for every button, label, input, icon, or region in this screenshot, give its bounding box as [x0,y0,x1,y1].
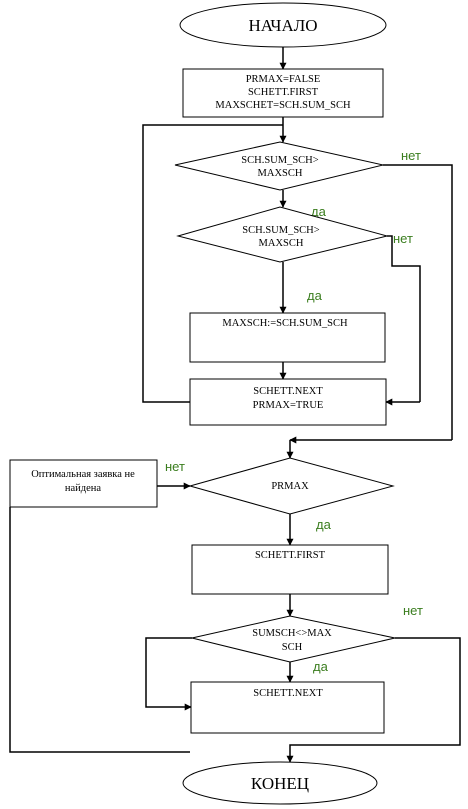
next2-block: SCHETT.NEXT [190,681,385,734]
first-line1: SCHETT.FIRST [255,550,326,561]
decision2-diamond [176,206,388,263]
not-found-line2: найдена [65,483,102,494]
assign-block: MAXSCH:=SCH.SUM_SCH [189,312,386,363]
end-ellipse [182,761,378,805]
decision2-no-label: нет [393,231,413,246]
decision-sum-no-line [286,637,461,763]
init-line3: MAXSCHET=SCH.SUM_SCH [215,100,351,111]
next-line1: SCHETT.NEXT [253,386,323,397]
init-block: PRMAX=FALSE SCHETT.FIRST MAXSCHET=SCH.SU… [182,68,384,118]
decision-sum-no-label: нет [403,603,423,618]
decision-sum: SUMSCH<>MAX SCH да нет [191,603,423,674]
decision1-diamond [174,141,384,191]
first-block: SCHETT.FIRST [191,544,389,595]
decision-prmax-diamond [188,457,395,515]
decision1-no-label: нет [401,148,421,163]
connectors [9,47,461,763]
decision2-no-line [387,235,421,402]
loop-back-line [142,124,283,403]
decision2-yes-label: да [307,288,323,303]
end-label: КОНЕЦ [251,774,309,793]
start-label: НАЧАЛО [248,16,317,35]
next-line2: PRMAX=TRUE [253,400,324,411]
next2-line1: SCHETT.NEXT [253,688,323,699]
not-found-to-end-line [9,507,190,753]
assign-line1: MAXSCH:=SCH.SUM_SCH [222,318,348,329]
first-rect [191,544,389,595]
decision-sum-line2: SCH [282,642,303,653]
start-ellipse [179,2,387,48]
decision2-line2: MAXSCH [259,238,304,249]
init-line1: PRMAX=FALSE [246,74,321,85]
decision-prmax-line1: PRMAX [271,481,309,492]
decision-sum-diamond [191,615,396,663]
next-rect [189,378,387,426]
decision1-line2: MAXSCH [258,168,303,179]
decision1-yes-label: да [311,204,327,219]
decision-sum-left-loop [145,637,192,711]
not-found-rect [9,459,158,508]
decision-prmax-no-label: нет [165,459,185,474]
not-found-block: Оптимальная заявка не найдена [9,459,158,508]
decision1: SCH.SUM_SCH> MAXSCH да нет [174,141,421,219]
decision-sum-line1: SUMSCH<>MAX [252,628,332,639]
next2-rect [190,681,385,734]
not-found-line1: Оптимальная заявка не [31,469,135,480]
decision-prmax-yes-label: да [316,517,332,532]
init-rect [182,68,384,118]
assign-rect [189,312,386,363]
decision1-no-line [383,164,453,440]
decision-sum-yes-label: да [313,659,329,674]
decision2-line1: SCH.SUM_SCH> [242,225,319,236]
decision-prmax: PRMAX нет да [165,457,395,532]
decision1-line1: SCH.SUM_SCH> [241,155,318,166]
end-terminal: КОНЕЦ [182,761,378,805]
decision2: SCH.SUM_SCH> MAXSCH да нет [176,206,413,303]
init-line2: SCHETT.FIRST [248,87,319,98]
start-terminal: НАЧАЛО [179,2,387,48]
next-block: SCHETT.NEXT PRMAX=TRUE [189,378,387,426]
